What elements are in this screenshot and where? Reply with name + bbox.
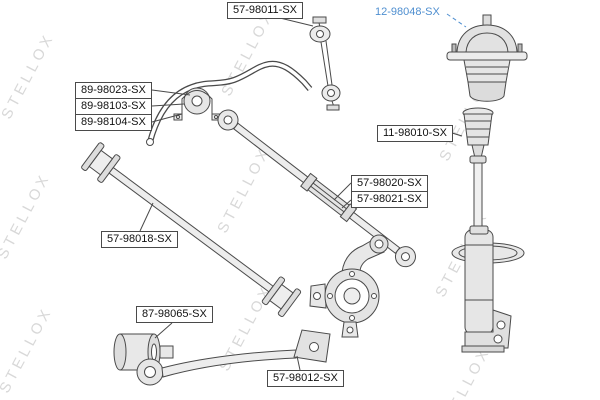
part-label-bump-stop[interactable]: 11-98010-SX [377, 125, 454, 142]
watermark-text: STELLOX [218, 7, 278, 99]
stabilizer-bushing-bracket [173, 87, 221, 121]
part-label-track-rod-a[interactable]: 57-98020-SX [351, 175, 428, 192]
part-label-stab-bracket-a[interactable]: 89-98023-SX [75, 82, 152, 99]
trailing-arm [136, 329, 331, 386]
watermark-text: STELLOX [214, 144, 274, 236]
stabilizer-bar [146, 60, 313, 146]
leader-lines [139, 13, 467, 371]
part-label-strut-top-mount-highlighted[interactable]: 12-98048-SX [375, 6, 440, 18]
part-label-stabilizer-link[interactable]: 57-98011-SX [227, 2, 304, 19]
knuckle [309, 234, 389, 338]
part-label-arm-bushing[interactable]: 87-98065-SX [136, 306, 213, 323]
shock-absorber-strut [451, 155, 525, 353]
watermark-text: STELLOX [0, 304, 56, 396]
highlight-leader-line [446, 13, 467, 28]
part-label-lateral-arm[interactable]: 57-98018-SX [101, 231, 178, 248]
part-label-stab-bracket-b[interactable]: 89-98103-SX [75, 98, 152, 115]
watermark-text: STELLOX [0, 30, 58, 122]
part-label-trailing-arm[interactable]: 57-98012-SX [267, 370, 344, 387]
stabilizer-link [309, 16, 341, 111]
watermark-text: STELLOX [0, 170, 54, 262]
bump-stop-boot [462, 107, 494, 159]
part-label-track-rod-b[interactable]: 57-98021-SX [351, 191, 428, 208]
lateral-arm [81, 142, 302, 318]
strut-top-mount [446, 14, 528, 102]
part-label-stab-bracket-c[interactable]: 89-98104-SX [75, 114, 152, 131]
